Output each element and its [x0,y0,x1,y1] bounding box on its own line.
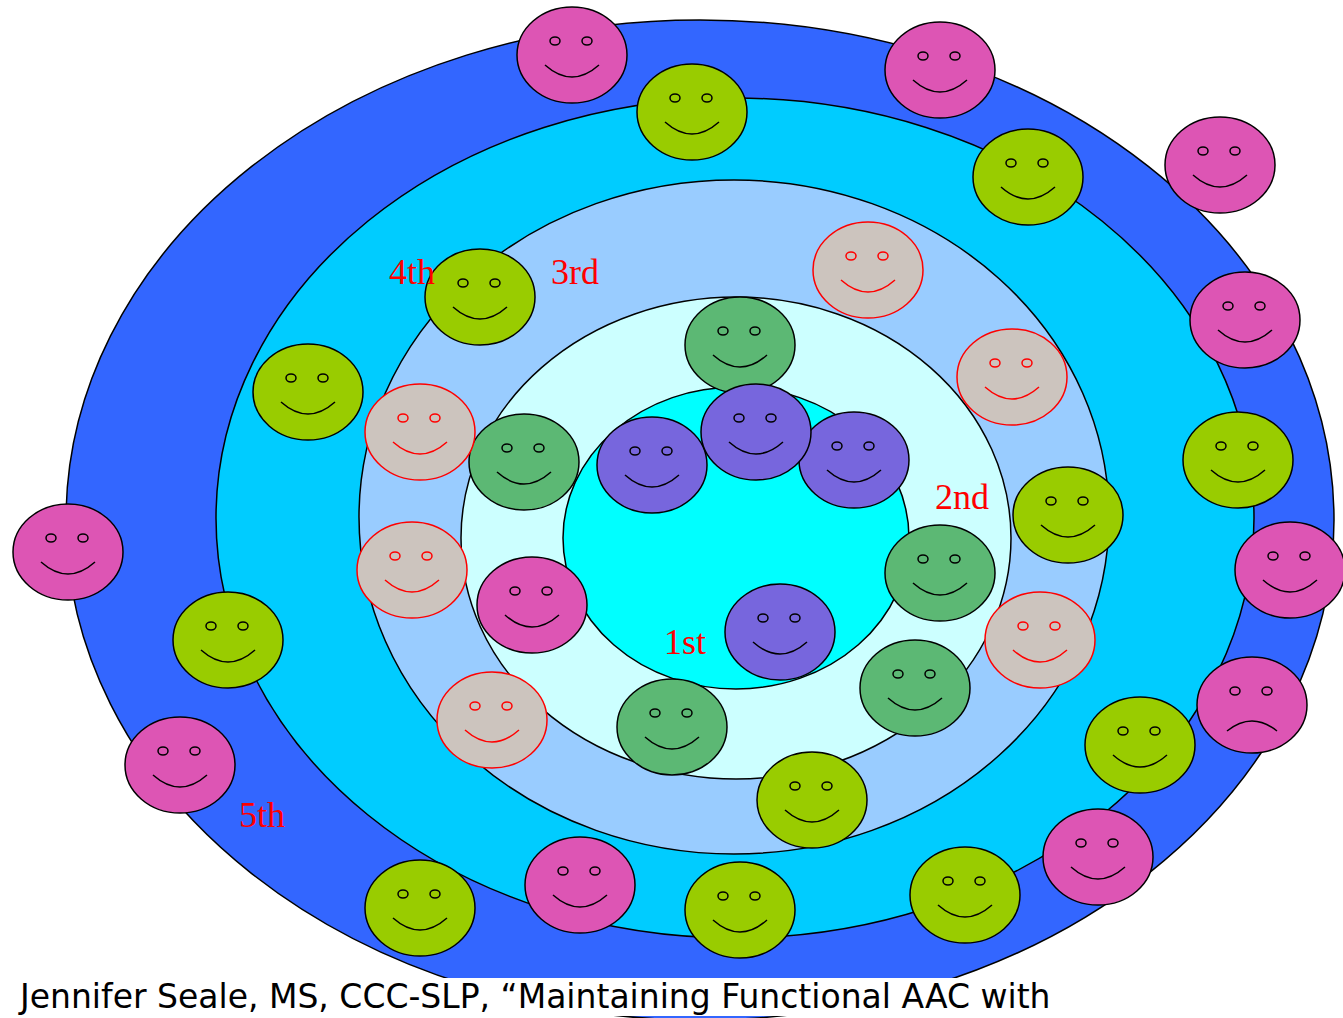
pink-face [1190,272,1300,368]
band-ellipse [562,386,910,690]
band-ellipse-shape [66,20,1334,1018]
grey-face [437,672,547,768]
grey-face [957,329,1067,425]
lime-face [1013,467,1123,563]
grey-faces [357,222,1095,768]
pink-face [885,22,995,118]
band-ellipse-shape [216,98,1254,938]
band-ellipse-shape [359,180,1109,854]
lime-face [685,862,795,958]
sad-pink-face [1197,657,1307,753]
lime-face [173,592,283,688]
green-face [885,525,995,621]
lime-face [757,752,867,848]
inner-band: 1st [562,386,910,690]
purple-face [597,417,707,513]
third-band: 3rd 2nd 1st [358,179,1110,855]
pink-face [13,504,123,600]
purple-face [799,412,909,508]
green-faces [469,297,995,775]
green-face [860,640,970,736]
green-face [469,414,579,510]
lime-face [425,249,535,345]
pink-face [1043,809,1153,905]
green-face [685,297,795,393]
ring-label: 2nd [935,479,989,515]
grey-face [357,522,467,618]
ring-label: 3rd [551,254,599,290]
lime-face [1085,697,1195,793]
lime-face [910,847,1020,943]
purple-faces [597,384,909,680]
lime-face [973,129,1083,225]
pink-face [517,7,627,103]
band-ellipse-shape [461,297,1011,779]
grey-face [365,384,475,480]
pink-face [1235,522,1343,618]
pink-faces [13,7,1343,933]
lime-faces [173,64,1293,958]
pink-face [477,557,587,653]
purple-face [701,384,811,480]
ring-label: 5th [239,797,285,833]
ring-label: 4th [389,254,435,290]
band-ellipse-shape [563,387,909,689]
grey-face [985,592,1095,688]
lime-face [637,64,747,160]
pink-face [1165,117,1275,213]
outer-band: 5th 4th 3rd 2nd 1st [65,19,1335,1018]
pink-face [125,717,235,813]
lime-face [1183,412,1293,508]
fourth-band: 4th 3rd 2nd 1st [215,97,1255,939]
grey-face [813,222,923,318]
second-band: 2nd 1st [460,296,1012,780]
green-face [617,679,727,775]
lime-face [253,344,363,440]
pink-face [525,837,635,933]
lime-face [365,860,475,956]
ring-label: 1st [664,624,706,660]
caption: Jennifer Seale, MS, CCC-SLP, “Maintainin… [14,978,1057,1016]
purple-face [725,584,835,680]
